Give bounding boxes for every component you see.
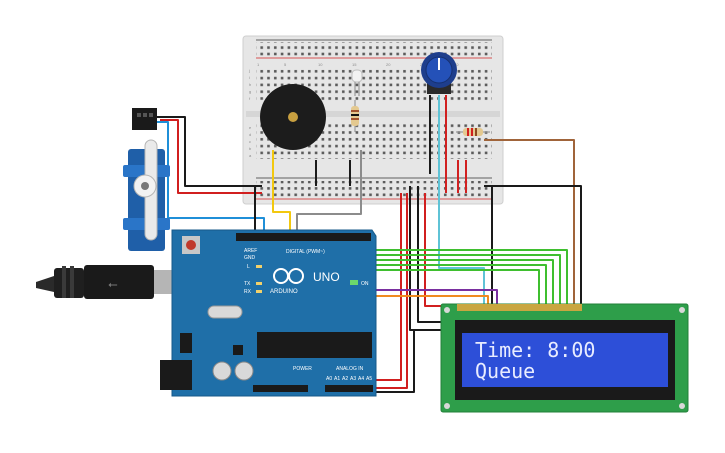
arduino-logo: ARDUINO UNO — [270, 268, 340, 295]
capacitor-1 — [212, 361, 232, 381]
rx-led — [256, 290, 262, 293]
svg-text:b: b — [249, 146, 252, 151]
power-header[interactable] — [253, 385, 308, 392]
svg-text:A0: A0 — [326, 376, 332, 382]
resistor-vertical[interactable] — [351, 100, 359, 132]
on-led — [350, 280, 358, 285]
arduino-brand-label: ARDUINO — [270, 289, 298, 295]
wire-servo-red — [160, 119, 262, 194]
analog-in-label: ANALOG IN — [336, 366, 364, 372]
aref-label: AREF — [244, 248, 257, 254]
svg-text:30: 30 — [454, 62, 459, 67]
uno-label: UNO — [313, 270, 340, 284]
l-label: L — [247, 264, 250, 270]
wire-green-5 — [356, 236, 540, 305]
svg-text:10: 10 — [318, 62, 323, 67]
digital-header[interactable] — [236, 233, 371, 241]
svg-text:15: 15 — [352, 62, 357, 67]
resistor-horizontal[interactable] — [456, 128, 490, 136]
servo-motor[interactable] — [123, 108, 170, 251]
wire-lcd-red-1 — [375, 193, 402, 381]
wire-pot-cyan — [438, 95, 485, 305]
svg-text:A1: A1 — [334, 376, 340, 382]
svg-text:g: g — [249, 89, 251, 94]
svg-text:20: 20 — [386, 62, 391, 67]
svg-text:e: e — [249, 125, 252, 130]
tx-led — [256, 282, 262, 285]
wire-lcd-black-1 — [409, 186, 441, 331]
lcd-screen — [462, 333, 668, 387]
svg-text:f: f — [249, 96, 251, 101]
buzzer-center — [288, 112, 298, 122]
usb-icon: ⭠ — [108, 277, 118, 291]
wire-gnd-black — [254, 185, 262, 236]
svg-text:h: h — [249, 82, 251, 87]
rx-label: RX — [244, 289, 252, 295]
led[interactable] — [351, 69, 363, 96]
svg-text:j: j — [248, 68, 250, 73]
breadboard-center-channel — [246, 111, 500, 117]
voltage-regulator — [180, 333, 192, 353]
on-label: ON — [361, 281, 369, 287]
svg-text:a: a — [249, 153, 252, 158]
piezo-buzzer[interactable] — [260, 84, 326, 150]
digital-pwm-label: DIGITAL (PWM~) — [286, 249, 325, 255]
atmega-chip — [257, 332, 372, 358]
svg-text:d: d — [249, 132, 251, 137]
svg-text:c: c — [249, 139, 251, 144]
analog-pin-labels: A0 A1 A2 A3 A4 A5 — [326, 376, 372, 382]
svg-text:A5: A5 — [366, 376, 372, 382]
top-power-rail[interactable] — [256, 42, 492, 56]
potentiometer[interactable] — [421, 52, 457, 94]
wire-brown — [484, 139, 575, 305]
capacitor-2 — [234, 361, 254, 381]
lcd-line-1: Time: 8:00 — [475, 338, 595, 362]
analog-header[interactable] — [325, 385, 373, 392]
wire-led-gray — [296, 150, 362, 236]
wire-black-lcd — [484, 185, 582, 305]
icsp-header — [233, 345, 243, 355]
l-led — [256, 265, 262, 268]
power-jack[interactable] — [160, 360, 192, 390]
lcd-pin-header[interactable] — [457, 304, 582, 311]
lcd-line-2: Queue — [475, 359, 535, 383]
svg-text:5: 5 — [284, 62, 287, 67]
power-label: POWER — [293, 366, 312, 372]
svg-text:A3: A3 — [350, 376, 356, 382]
wire-lcd-black-2 — [417, 186, 441, 323]
breadboard-row-letters: j i h g f e d c b a — [248, 68, 252, 158]
wire-buzzer-yellow — [272, 150, 291, 236]
gnd-label: GND — [244, 255, 256, 261]
svg-text:1: 1 — [257, 62, 260, 67]
bottom-power-rail[interactable] — [256, 181, 492, 197]
svg-text:A4: A4 — [358, 376, 364, 382]
arduino-board[interactable]: DIGITAL (PWM~) AREF GND L TX RX ARDUINO … — [160, 229, 377, 397]
crystal-oscillator — [207, 305, 243, 319]
usb-cable[interactable]: ⭠ — [36, 265, 176, 299]
wire-servo-black — [157, 116, 262, 187]
svg-text:i: i — [249, 75, 250, 80]
svg-text:A2: A2 — [342, 376, 348, 382]
lcd-module[interactable]: Time: 8:00 Queue — [440, 303, 689, 413]
tx-label: TX — [244, 281, 251, 287]
